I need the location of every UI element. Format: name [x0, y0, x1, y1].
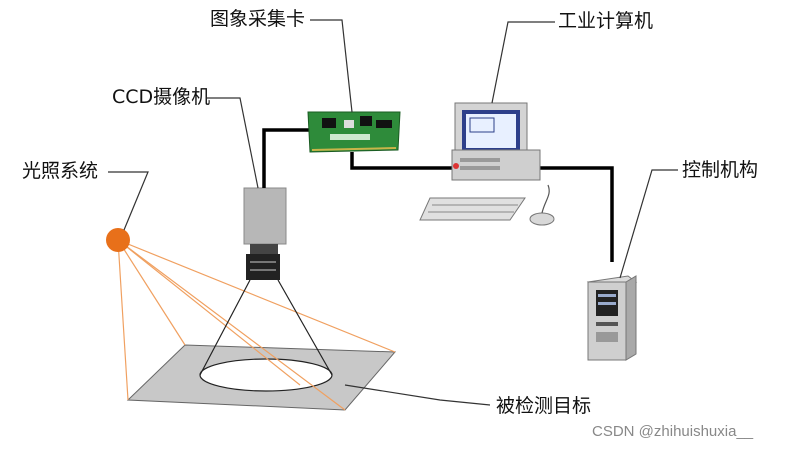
label-ccd-camera: CCD摄像机: [112, 86, 210, 108]
label-capture-card: 图象采集卡: [210, 8, 305, 30]
cables: [262, 128, 614, 262]
ccd-camera-icon: [199, 187, 333, 376]
label-computer: 工业计算机: [558, 10, 653, 32]
inspection-plate: [126, 344, 397, 411]
leader-lines: [108, 19, 678, 406]
capture-card-icon: [307, 111, 401, 153]
light-source-icon: [106, 228, 130, 252]
light-rays: [117, 239, 396, 411]
label-lighting: 光照系统: [22, 160, 98, 182]
label-target: 被检测目标: [496, 395, 591, 417]
label-controller: 控制机构: [682, 159, 758, 181]
controller-tower-icon: [586, 275, 638, 361]
computer-icon: [419, 102, 555, 226]
field-of-view-ellipse: [199, 358, 333, 392]
watermark: CSDN @zhihuishuxia__: [592, 423, 754, 440]
